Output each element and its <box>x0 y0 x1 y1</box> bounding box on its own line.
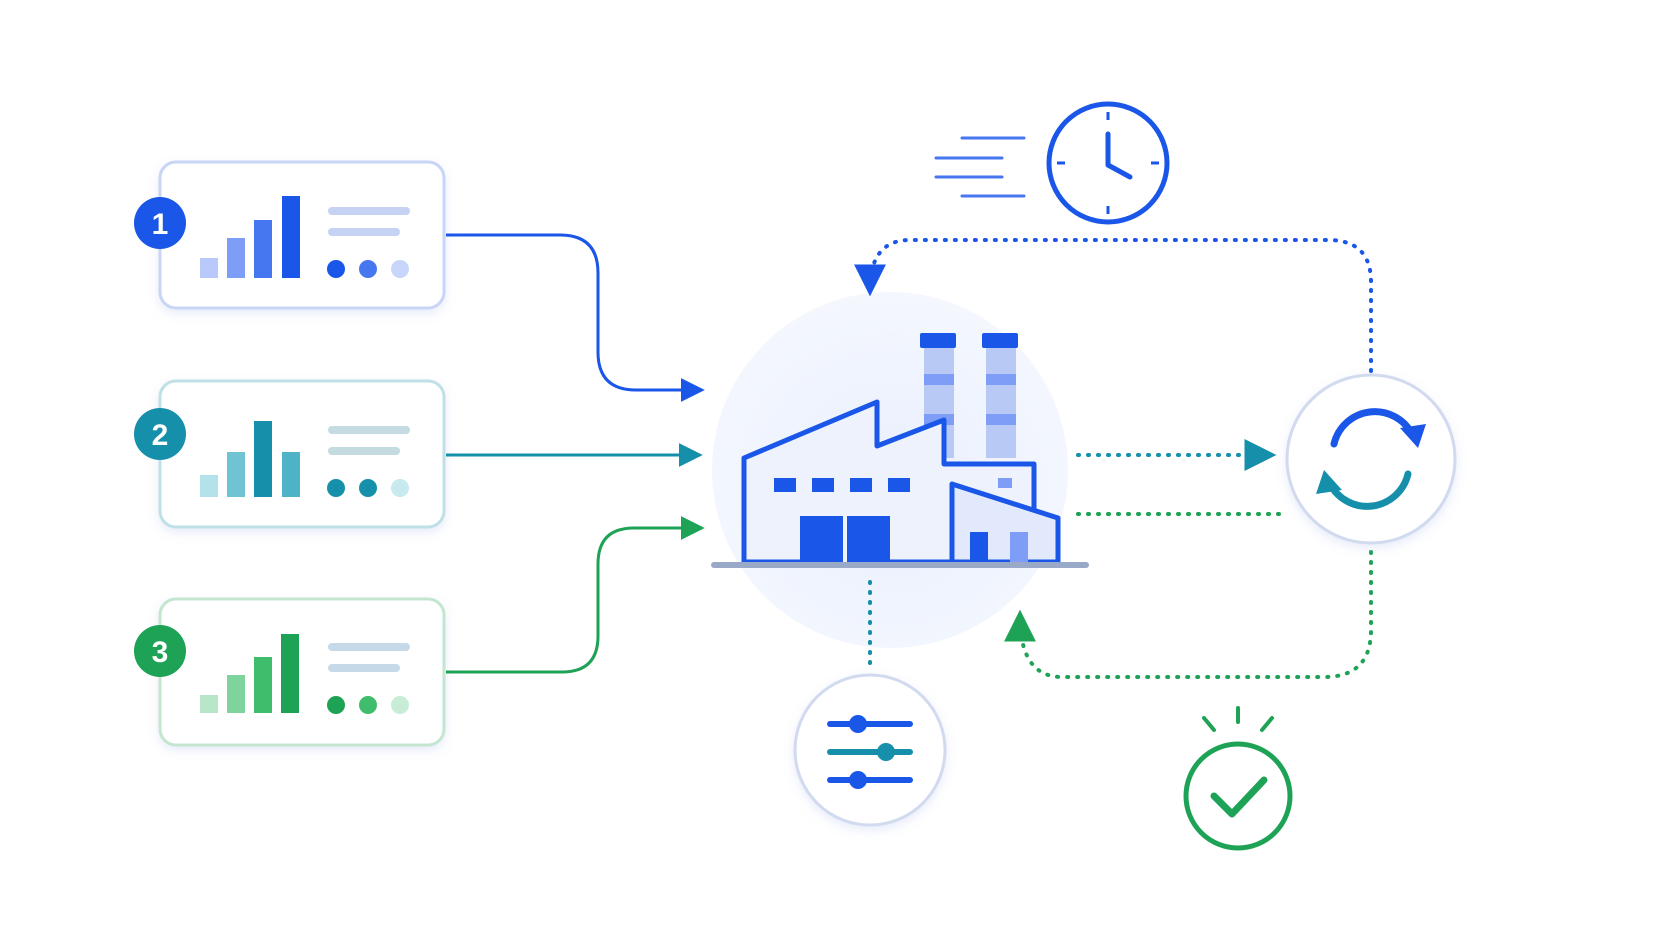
speed-lines <box>934 136 1026 198</box>
bar-2 <box>227 675 245 713</box>
dot-3 <box>391 260 409 278</box>
dot-1 <box>327 260 345 278</box>
step-badge-2: 2 <box>134 408 186 460</box>
bar-1 <box>200 695 218 713</box>
clock-icon <box>1046 101 1170 225</box>
source-card-3 <box>158 597 446 747</box>
step-badge-1: 1 <box>134 197 186 249</box>
bar-1 <box>200 475 218 497</box>
text-line-2 <box>328 664 400 672</box>
connector-source-3 <box>446 516 705 674</box>
bar-4 <box>282 196 300 278</box>
sliders-icon <box>793 673 947 827</box>
bar-4 <box>282 452 300 497</box>
dot-3 <box>391 479 409 497</box>
connector-source-1 <box>446 233 705 402</box>
source-card-2 <box>158 379 446 529</box>
bar-3 <box>254 421 272 497</box>
text-line-2 <box>328 447 400 455</box>
dot-3 <box>391 696 409 714</box>
text-line-1 <box>328 207 410 215</box>
bar-2 <box>227 238 245 278</box>
bar-1 <box>200 258 218 278</box>
refresh-cycle-icon <box>1285 373 1457 545</box>
bar-3 <box>254 220 272 278</box>
loop-top-connector <box>854 238 1373 373</box>
dot-2 <box>359 696 377 714</box>
text-line-2 <box>328 228 400 236</box>
dot-1 <box>327 479 345 497</box>
check-circle-icon <box>1183 706 1293 851</box>
dot-2 <box>359 479 377 497</box>
step-badge-3: 3 <box>134 625 186 677</box>
bar-4 <box>281 634 299 713</box>
step-number-2: 2 <box>152 419 169 452</box>
step-number-3: 3 <box>152 636 169 669</box>
bar-3 <box>254 657 272 713</box>
text-line-1 <box>328 643 410 651</box>
bar-2 <box>227 452 245 497</box>
dot-2 <box>359 260 377 278</box>
dot-1 <box>327 696 345 714</box>
source-card-1 <box>158 160 446 310</box>
factory-icon <box>711 292 1089 648</box>
loop-bottom-connector <box>1004 550 1373 679</box>
text-line-1 <box>328 426 410 434</box>
step-number-1: 1 <box>152 208 169 241</box>
